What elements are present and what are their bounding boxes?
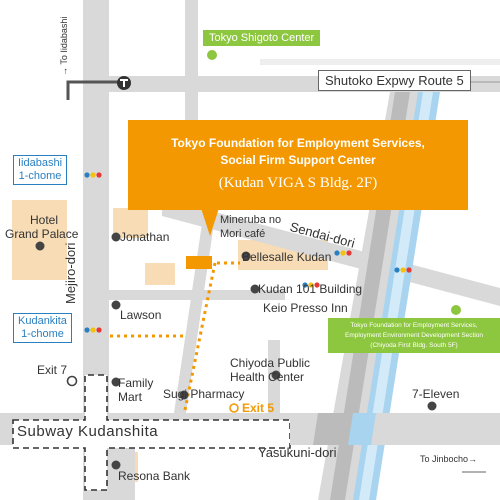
callout-line1: Tokyo Foundation for Employment Services… bbox=[171, 136, 425, 150]
mejiro-dori-label: Mejiro-dori bbox=[63, 242, 78, 304]
bellesalle-label: Bellesalle Kudan bbox=[242, 250, 332, 264]
destination-callout: Tokyo Foundation for Employment Services… bbox=[128, 120, 468, 210]
family-line2: Mart bbox=[118, 390, 142, 404]
train-icon bbox=[117, 76, 131, 90]
green-note-line3: (Chiyoda First Bldg. South 5F) bbox=[370, 341, 458, 349]
iidabashi-line2: 1-chome bbox=[18, 170, 62, 183]
to-jinbocho-label: To Jinbocho→ bbox=[420, 454, 478, 464]
subway-station-outline bbox=[12, 374, 291, 491]
green-dot-shigoto bbox=[207, 50, 217, 60]
hotel-line1: Hotel bbox=[30, 213, 59, 227]
kudankita-crossing-label: Kudankita 1-chome bbox=[13, 313, 72, 344]
resona-bank-label: Resona Bank bbox=[118, 469, 191, 483]
iidabashi-crossing-label: Iidabashi 1-chome bbox=[13, 155, 68, 186]
jonathan-label: Jonathan bbox=[120, 230, 170, 244]
family-line1: Family bbox=[118, 376, 154, 390]
destination-marker bbox=[186, 256, 212, 269]
kudankita-line2: 1-chome bbox=[21, 328, 64, 341]
yasukuni-dori-label: Yasukuni-dori bbox=[258, 445, 337, 460]
kudan101-label: Kudan 101 Building bbox=[258, 282, 363, 296]
chiyoda-line1: Chiyoda Public bbox=[230, 356, 311, 370]
exit5-marker bbox=[229, 403, 239, 413]
keio-presso-label: Keio Presso Inn bbox=[263, 301, 348, 315]
hotel-grand-palace-label: Hotel bbox=[30, 213, 59, 227]
landmark-dots bbox=[35, 232, 437, 470]
green-note-line1: Tokyo Foundation for Employment Services… bbox=[350, 322, 478, 329]
sendai-road bbox=[162, 198, 500, 306]
exit7-label: Exit 7 bbox=[37, 363, 68, 377]
callout-pointer bbox=[200, 205, 220, 236]
callout-line2: Social Firm Support Center bbox=[220, 153, 376, 167]
highway-label: Shutoko Expwy Route 5 bbox=[318, 70, 471, 91]
to-iidabashi-label: → To Iidabashi bbox=[59, 16, 69, 76]
seven-eleven-label: 7-Eleven bbox=[412, 387, 460, 401]
exit7-marker bbox=[66, 375, 78, 387]
iidabashi-line1: Iidabashi bbox=[18, 157, 63, 169]
subway-kudanshita-label: Subway Kudanshita bbox=[17, 423, 159, 440]
mineruba-line2: Mori café bbox=[220, 228, 266, 240]
hotel-line2: Grand Palace bbox=[5, 227, 79, 241]
chiyoda-line2: Health Center bbox=[230, 370, 305, 384]
sugi-pharmacy-label: Sugi Pharmacy bbox=[163, 387, 245, 401]
shigoto-center-label: Tokyo Shigoto Center bbox=[203, 30, 321, 46]
exit5-label: Exit 5 bbox=[242, 401, 275, 415]
green-dot-office bbox=[451, 305, 461, 315]
traffic-signals bbox=[84, 172, 412, 333]
mineruba-line1: Mineruba no bbox=[220, 214, 282, 226]
walking-route bbox=[110, 261, 240, 411]
green-note-line2: Employment Environment Development Secti… bbox=[344, 331, 483, 339]
employment-section-label: Tokyo Foundation for Employment Services… bbox=[328, 318, 500, 354]
callout-line3: (Kudan VIGA S Bldg. 2F) bbox=[218, 175, 378, 191]
kudankita-line1: Kudankita bbox=[18, 315, 67, 327]
lawson-label: Lawson bbox=[120, 308, 162, 322]
